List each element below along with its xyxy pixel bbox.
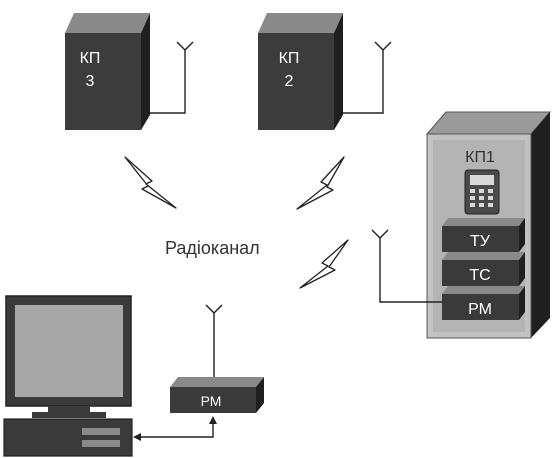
workstation-system-unit[interactable] [3,418,133,457]
kp1-side [531,112,550,338]
kp1-module-ts[interactable]: ТС [442,252,525,286]
kp2-cabinet[interactable]: КП 2 [258,13,343,130]
radio-channel-label: Радіоканал [165,238,260,258]
monitor-stand [32,412,106,418]
kp3-side [141,13,150,130]
kp3-cabinet[interactable]: КП 3 [65,13,150,130]
modem-connection-cable [135,419,214,438]
kp3-antenna-icon [150,41,194,114]
kp3-top [65,13,150,33]
kp3-front [65,33,141,130]
kp1-title: КП1 [465,149,495,166]
cable-arrow-left-icon [133,433,141,441]
workstation-modem[interactable]: РМ [170,377,264,413]
workstation-monitor[interactable] [5,295,132,418]
kp1-module-tu[interactable]: ТУ [442,218,525,252]
kp2-side [334,13,343,130]
kp1-antenna-icon [371,229,442,303]
kp1-top [425,111,552,135]
kp1-module-rm-label: РМ [468,301,492,318]
kp2-front [258,33,334,130]
kp2-label-line2: 2 [285,73,294,90]
controller-device-icon [464,169,500,215]
modem-antenna-icon [205,304,223,377]
radio-link-kp2-icon [296,156,345,210]
kp3-label-line2: 3 [86,73,95,90]
kp1-module-ts-label: ТС [469,267,490,284]
monitor-screen [15,305,123,397]
kp2-top [258,13,343,33]
cable-arrow-up-icon [209,416,217,424]
radio-link-kp3-icon [124,156,177,209]
kp2-label-line1: КП [279,50,300,67]
kp1-cabinet[interactable]: КП1 ТУ ТС [425,111,552,339]
drive-bay-2 [82,440,120,447]
kp2-antenna-icon [343,41,392,114]
monitor-neck [48,406,90,412]
kp1-module-rm[interactable]: РМ [442,286,525,320]
drive-bay-1 [82,428,120,435]
radio-link-kp1-icon [299,239,349,289]
workstation-modem-label: РМ [201,393,222,409]
kp1-module-tu-label: ТУ [470,233,491,250]
kp3-label-line1: КП [80,50,101,67]
